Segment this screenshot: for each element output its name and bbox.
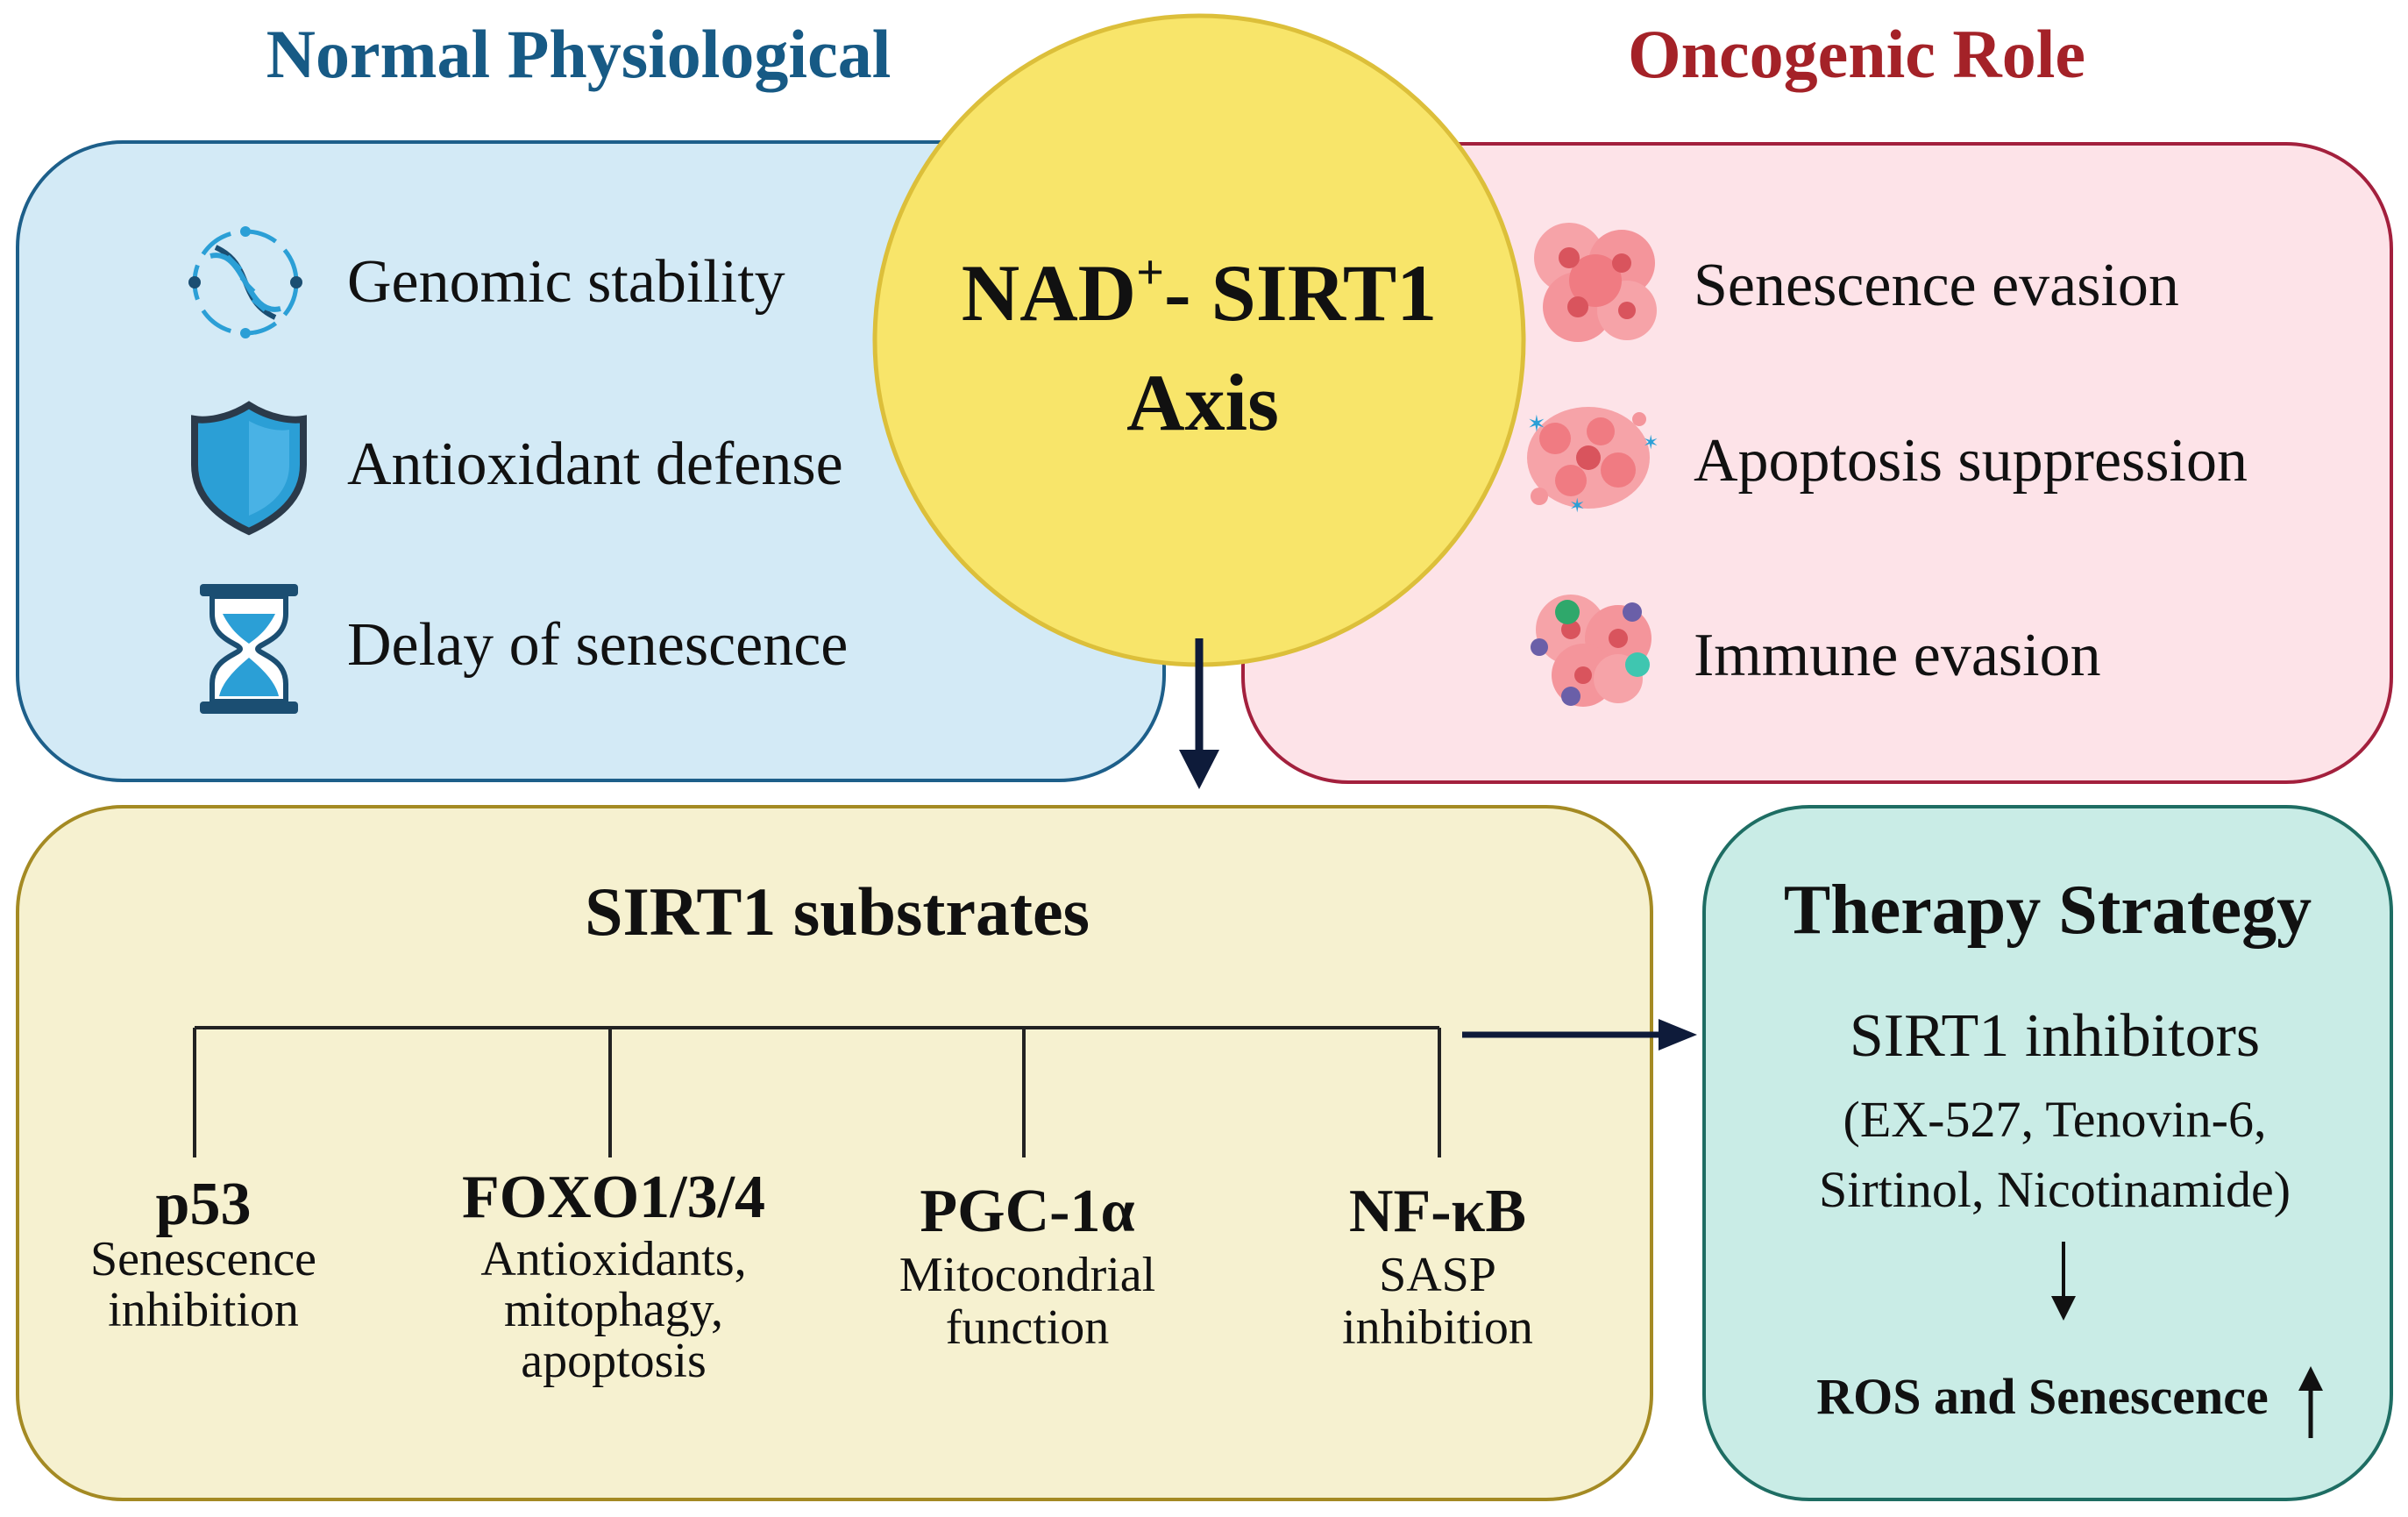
- therapy-outcome: ROS and Senescence: [1816, 1368, 2269, 1425]
- substrate-desc: apoptosis: [521, 1334, 707, 1388]
- therapy-arrow-head: [1659, 1019, 1697, 1051]
- substrate-desc: inhibition: [1342, 1300, 1533, 1355]
- substrates-box: [16, 805, 1653, 1501]
- down-arrow-head: [1179, 750, 1219, 789]
- substrate-nfkb: NF-κB SASP inhibition: [1342, 1178, 1533, 1355]
- center-title-line2: Axis: [1126, 358, 1279, 447]
- therapy-down-arrow-head: [2051, 1296, 2076, 1321]
- svg-text:✶: ✶: [1569, 495, 1585, 517]
- oncogenic-item-label: Immune evasion: [1694, 622, 2101, 689]
- center-title-line1: NAD+- SIRT1: [962, 246, 1437, 338]
- substrate-desc: SASP: [1379, 1248, 1496, 1302]
- substrate-desc: inhibition: [108, 1283, 299, 1337]
- therapy-subtitle: SIRT1 inhibitors: [1850, 1002, 2260, 1070]
- substrate-pgc1a: PGC-1α Mitocondrial function: [899, 1178, 1155, 1355]
- therapy-box: [1702, 805, 2393, 1501]
- therapy-examples-line2: Sirtinol, Nicotinamide): [1819, 1161, 2291, 1218]
- substrate-name: FOXO1/3/4: [462, 1164, 765, 1231]
- oncogenic-item-label: Senescence evasion: [1694, 252, 2179, 319]
- substrate-name: p53: [156, 1171, 252, 1238]
- svg-text:✶: ✶: [1643, 432, 1659, 454]
- substrate-desc: mitophagy,: [504, 1283, 723, 1337]
- normal-item-label: Antioxidant defense: [347, 431, 843, 498]
- nad-sirt1-circle: [872, 13, 1526, 667]
- svg-text:✶: ✶: [1527, 411, 1546, 438]
- substrate-desc: Antioxidants,: [480, 1232, 746, 1286]
- tumor-cells-icon: [1534, 223, 1657, 342]
- therapy-title: Therapy Strategy: [1784, 872, 2312, 949]
- substrate-desc: Senescence: [90, 1232, 316, 1286]
- normal-heading: Normal Physiological: [266, 16, 891, 92]
- normal-item-label: Delay of senescence: [347, 611, 848, 679]
- substrate-desc: Mitocondrial: [899, 1248, 1155, 1302]
- substrate-p53: p53 Senescence inhibition: [90, 1171, 316, 1337]
- substrate-desc: function: [946, 1300, 1110, 1355]
- normal-item-label: Genomic stability: [347, 248, 785, 316]
- dna-icon: [188, 226, 302, 338]
- immune-cells-icon: [1531, 595, 1652, 707]
- substrate-name: PGC-1α: [920, 1178, 1134, 1245]
- increase-arrow-head: [2298, 1366, 2323, 1391]
- substrate-name: NF-κB: [1349, 1178, 1526, 1245]
- substrates-title: SIRT1 substrates: [585, 873, 1090, 950]
- shield-icon: [191, 401, 307, 536]
- therapy-examples-line1: (EX-527, Tenovin-6,: [1843, 1091, 2267, 1148]
- oncogenic-item-label: Apoptosis suppression: [1694, 427, 2248, 495]
- substrate-foxo: FOXO1/3/4 Antioxidants, mitophagy, apopt…: [462, 1164, 765, 1388]
- hourglass-icon: [200, 584, 298, 714]
- apoptosis-cells-icon: ✶ ✶ ✶: [1527, 407, 1659, 517]
- oncogenic-heading: Oncogenic Role: [1628, 16, 2085, 92]
- substrate-bracket: [193, 1026, 1441, 1157]
